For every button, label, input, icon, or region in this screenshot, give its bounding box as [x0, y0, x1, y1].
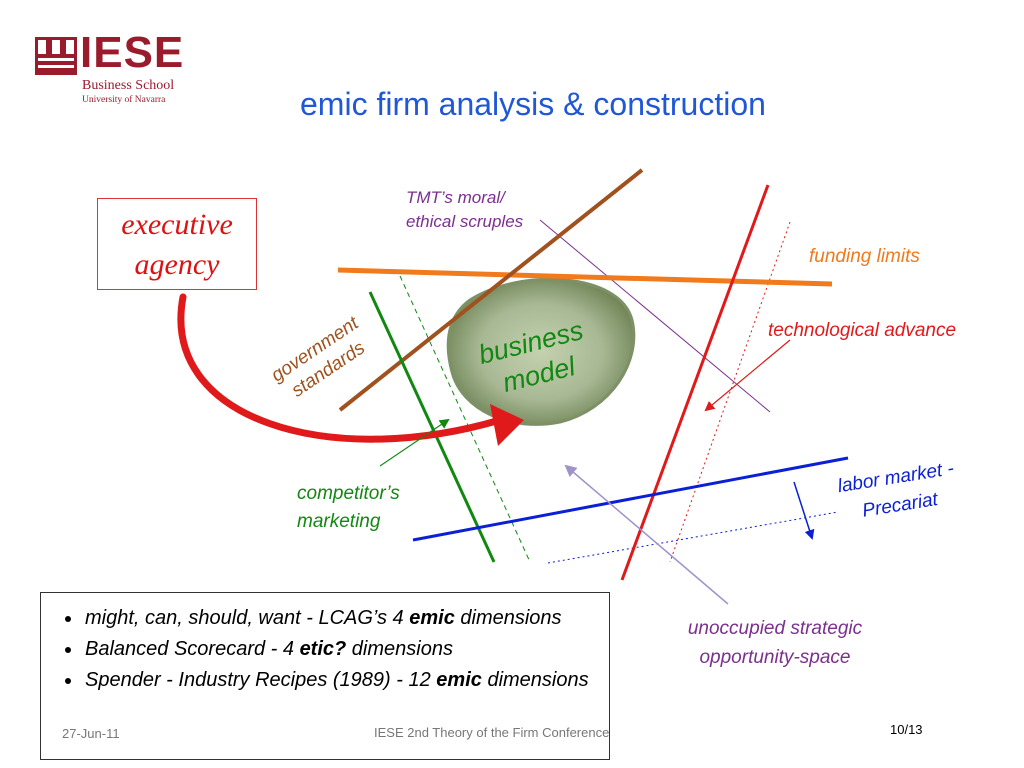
bullet-text: Balanced Scorecard - 4: [85, 638, 300, 660]
tmt-label: TMT’s moral/ ethical scruples: [406, 186, 523, 234]
blue-labor-line: [412, 456, 849, 542]
business-model-blob: [446, 277, 636, 426]
logo-subtitle: Business School: [82, 78, 175, 93]
bullet-text: might, can, should, want - LCAG’s 4: [85, 607, 410, 629]
labor-arrow: [793, 481, 815, 540]
bullet-item: might, can, should, want - LCAG’s 4 emic…: [83, 603, 601, 634]
tmt-line2: ethical scruples: [406, 212, 524, 231]
bullet-bold: emic: [436, 669, 482, 691]
bullet-item: Balanced Scorecard - 4 etic? dimensions: [83, 634, 601, 665]
footer-date: 27-Jun-11: [62, 726, 120, 741]
technology-arrow: [704, 339, 791, 412]
technological-advance-label: technological advance: [768, 320, 957, 341]
bullet-text: Spender - Industry Recipes (1989) - 12: [85, 669, 437, 691]
green-government-line: [368, 291, 496, 563]
brown-tmt-line: [338, 168, 644, 412]
funding-limits-label: funding limits: [809, 246, 920, 267]
competitor-line1: competitor’s: [297, 483, 400, 504]
executive-label-line2: agency: [134, 248, 220, 281]
bullet-bold: emic: [409, 607, 455, 629]
opportunity-arrow: [564, 464, 729, 605]
unoccupied-line1: unoccupied strategic: [687, 618, 863, 639]
iese-logo: IESE Business School University of Navar…: [34, 28, 184, 114]
footer-conference: IESE 2nd Theory of the Firm Conference: [374, 725, 610, 740]
competitor-line2: marketing: [297, 511, 381, 532]
bullet-item: Spender - Industry Recipes (1989) - 12 e…: [83, 665, 601, 696]
executive-agency-box: executive agency: [97, 198, 257, 290]
competitor-marketing-label: competitor’s marketing: [297, 480, 400, 536]
competitor-arrow: [379, 418, 450, 467]
page-title: emic firm analysis & construction: [300, 86, 766, 122]
executive-agency-arrow: [177, 293, 504, 443]
tmt-line1: TMT’s moral/: [406, 188, 505, 207]
iese-shield-icon: [35, 37, 77, 75]
unoccupied-space-label: unoccupied strategic opportunity-space: [660, 614, 890, 672]
bullet-box: might, can, should, want - LCAG’s 4 emic…: [40, 592, 610, 760]
bullet-list: might, can, should, want - LCAG’s 4 emic…: [41, 593, 609, 696]
red-technology-line: [620, 184, 770, 581]
bullet-tail: dimensions: [481, 669, 589, 691]
unoccupied-line2: opportunity-space: [699, 647, 851, 668]
logo-wordmark: IESE: [80, 28, 185, 77]
executive-arrow-head: [490, 404, 524, 446]
bullet-bold: etic?: [299, 638, 347, 660]
orange-funding-line: [337, 267, 833, 287]
purple-thin-line: [539, 219, 771, 413]
blue-dotted-line: [547, 511, 839, 564]
green-dashed-line: [399, 275, 531, 563]
bullet-tail: dimensions: [454, 607, 562, 629]
red-dotted-line: [669, 221, 791, 563]
bullet-tail: dimensions: [346, 638, 453, 660]
page-number: 10/13: [890, 722, 923, 737]
executive-label-line1: executive: [121, 208, 233, 241]
logo-university: University of Navarra: [82, 95, 166, 105]
